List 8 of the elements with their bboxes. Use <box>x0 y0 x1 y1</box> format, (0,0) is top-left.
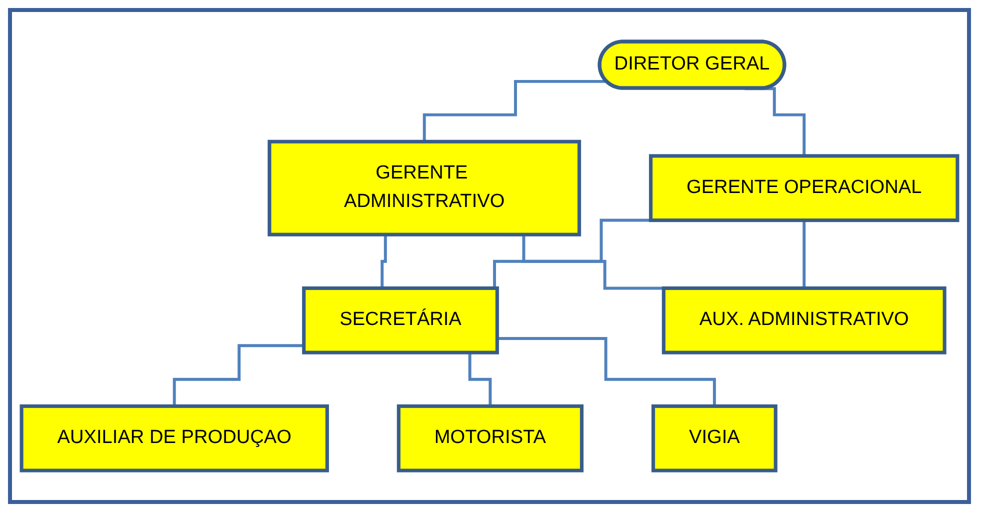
node-box <box>268 140 582 236</box>
node-box <box>302 286 499 354</box>
node-box <box>20 404 329 472</box>
org-chart: DIRETOR GERAL GERENTE ADMINISTRATIVO GERENTE OPERACIONAL SECRETÁRIA AUX. ADMINISTRATIVO AUXILIAR DE PRODUÇAO MOTORISTA VIGIA <box>12 32 967 480</box>
node-box <box>648 154 960 222</box>
node-box <box>651 404 778 472</box>
node-box <box>396 404 584 472</box>
node-box <box>662 286 946 354</box>
